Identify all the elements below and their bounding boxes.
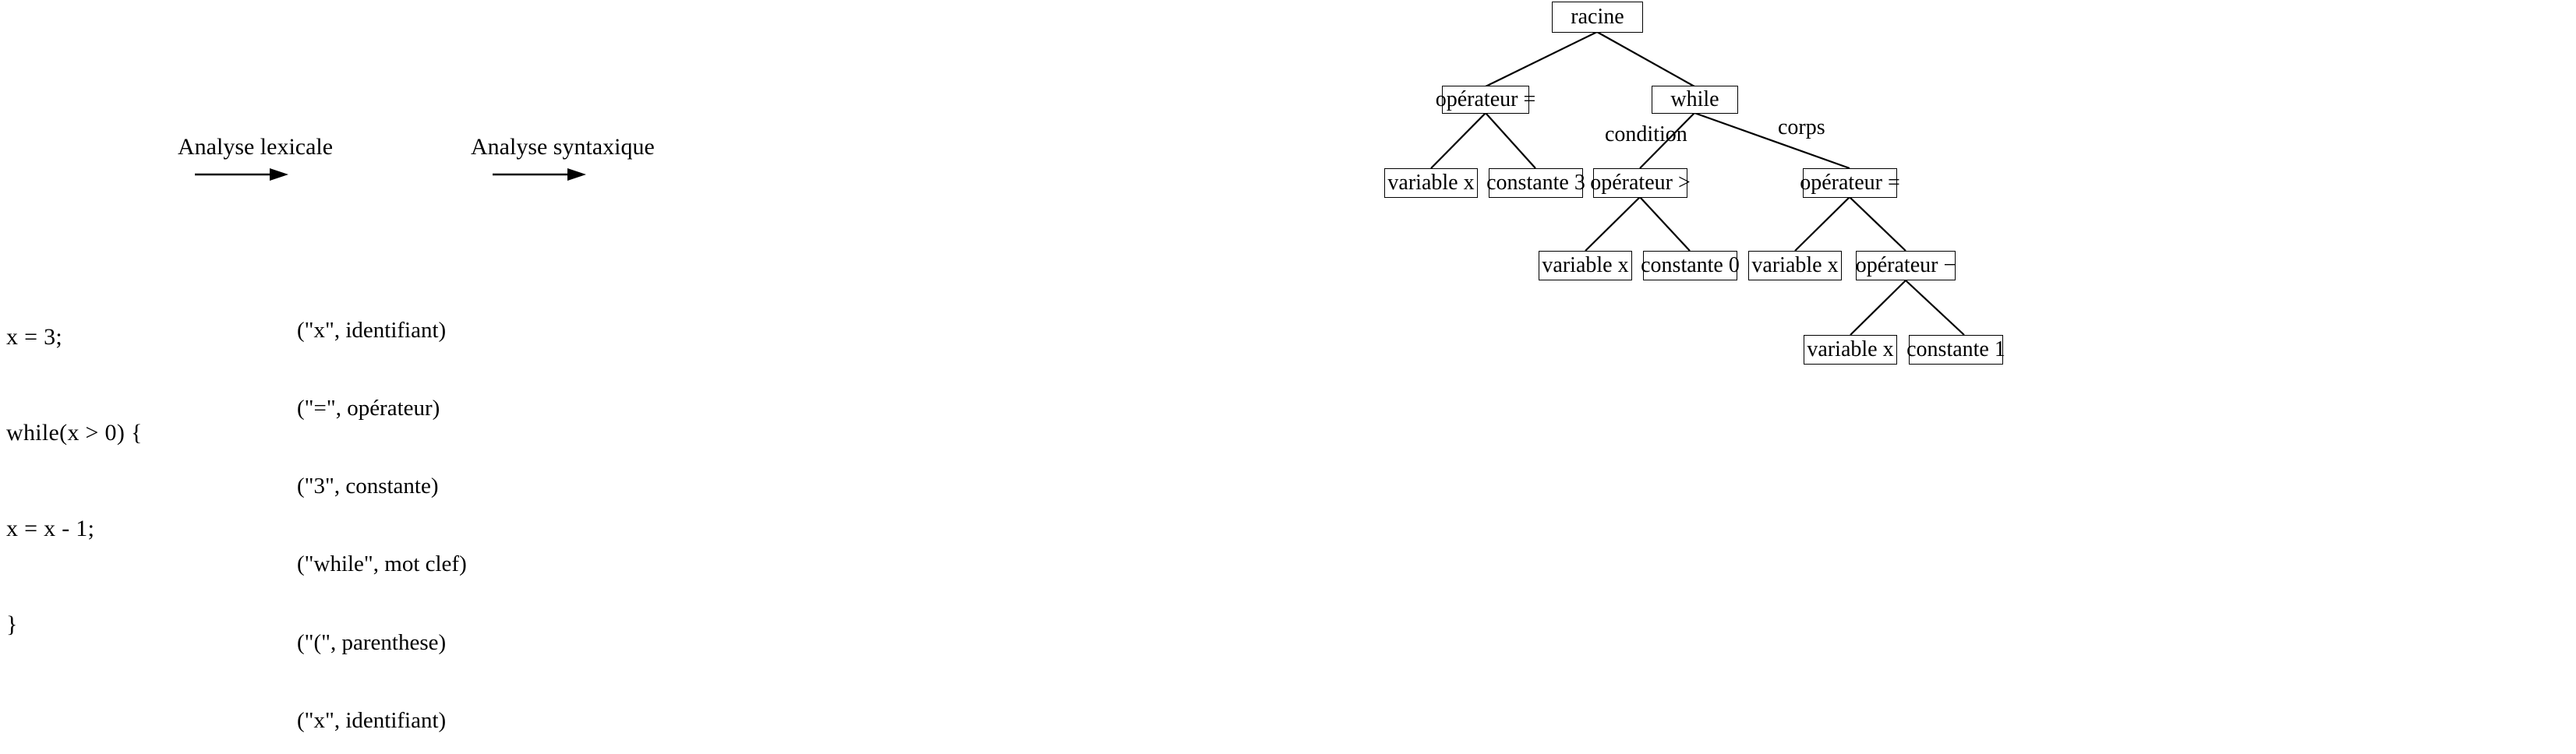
right-arrow-icon: [493, 168, 586, 181]
stage-label-syntactic: Analyse syntaxique: [471, 134, 655, 160]
tree-node-operateur-gt[interactable]: opérateur >: [1590, 168, 1691, 198]
token-list: ("x", identifiant) ("=", opérateur) ("3"…: [297, 266, 467, 754]
edge-op-eq-1-const-3: [1485, 112, 1536, 169]
edge-op-eq-1-var-x: [1430, 112, 1486, 169]
tree-node-variable-x-1[interactable]: variable x: [1384, 168, 1478, 198]
tree-node-constante-0[interactable]: constante 0: [1641, 251, 1740, 280]
token-item: ("while", mot clef): [297, 551, 467, 577]
tree-node-constante-1[interactable]: constante 1: [1906, 335, 2005, 365]
source-code-line: x = 3;: [6, 324, 63, 350]
source-code-line: while(x > 0) {: [6, 420, 143, 446]
edge-label-condition: condition: [1605, 122, 1687, 146]
right-arrow-icon: [195, 168, 288, 181]
tree-node-operateur-eq-1[interactable]: opérateur =: [1436, 86, 1535, 114]
tree-node-variable-x-2[interactable]: variable x: [1539, 251, 1632, 280]
stage-label-lexical: Analyse lexicale: [178, 134, 334, 160]
tree-node-label: opérateur =: [1435, 87, 1536, 111]
tree-node-label: variable x: [1807, 337, 1894, 361]
tree-node-label: racine: [1571, 5, 1624, 29]
tree-node-label: constante 3: [1486, 171, 1585, 195]
tree-node-constante-3[interactable]: constante 3: [1486, 168, 1585, 198]
edge-op-minus-const-1: [1905, 280, 1965, 336]
edge-racine-op-eq-1: [1485, 31, 1598, 87]
edge-op-gt-const-0: [1639, 196, 1691, 252]
tree-node-label: constante 0: [1641, 253, 1740, 277]
tree-node-label: variable x: [1387, 171, 1475, 195]
tree-node-while[interactable]: while: [1652, 86, 1738, 114]
edge-op-eq-2-op-minus: [1849, 196, 1906, 252]
edge-op-minus-var-x: [1850, 280, 1906, 336]
tree-node-label: while: [1670, 87, 1719, 111]
tree-node-racine[interactable]: racine: [1552, 2, 1643, 33]
source-code-line: }: [6, 611, 18, 637]
edge-racine-while: [1596, 31, 1695, 87]
tree-node-label: opérateur −: [1855, 253, 1956, 277]
edge-op-eq-2-var-x: [1794, 196, 1850, 252]
edge-while-op-gt: [1639, 112, 1695, 169]
tree-node-label: opérateur =: [1800, 171, 1900, 195]
token-item: ("3", constante): [297, 474, 439, 499]
source-code-block: x = 3; while(x > 0) { x = x - 1; }: [6, 257, 143, 704]
tree-node-operateur-minus[interactable]: opérateur −: [1856, 251, 1956, 280]
tree-node-label: variable x: [1542, 253, 1629, 277]
syntactic-arrow: [493, 165, 586, 188]
tree-node-label: constante 1: [1906, 337, 2005, 361]
token-item: ("(", parenthese): [297, 629, 447, 655]
source-code-line: x = x - 1;: [6, 516, 95, 541]
edge-op-gt-var-x: [1585, 196, 1641, 252]
token-item: ("=", opérateur): [297, 396, 440, 421]
tree-node-variable-x-4[interactable]: variable x: [1804, 335, 1897, 365]
token-item: ("x", identifiant): [297, 317, 447, 343]
tree-node-label: variable x: [1751, 253, 1839, 277]
tree-node-label: opérateur >: [1590, 171, 1691, 195]
edge-label-corps: corps: [1778, 115, 1825, 139]
lexical-arrow: [195, 165, 288, 188]
tree-node-variable-x-3[interactable]: variable x: [1748, 251, 1842, 280]
token-item: ("x", identifiant): [297, 707, 447, 733]
syntax-tree: racine opérateur = while condition corps…: [1247, 0, 2576, 754]
tree-node-operateur-eq-2[interactable]: opérateur =: [1800, 168, 1900, 198]
tree-edges: [1430, 31, 1965, 336]
edge-while-op-eq-2: [1694, 111, 1850, 170]
